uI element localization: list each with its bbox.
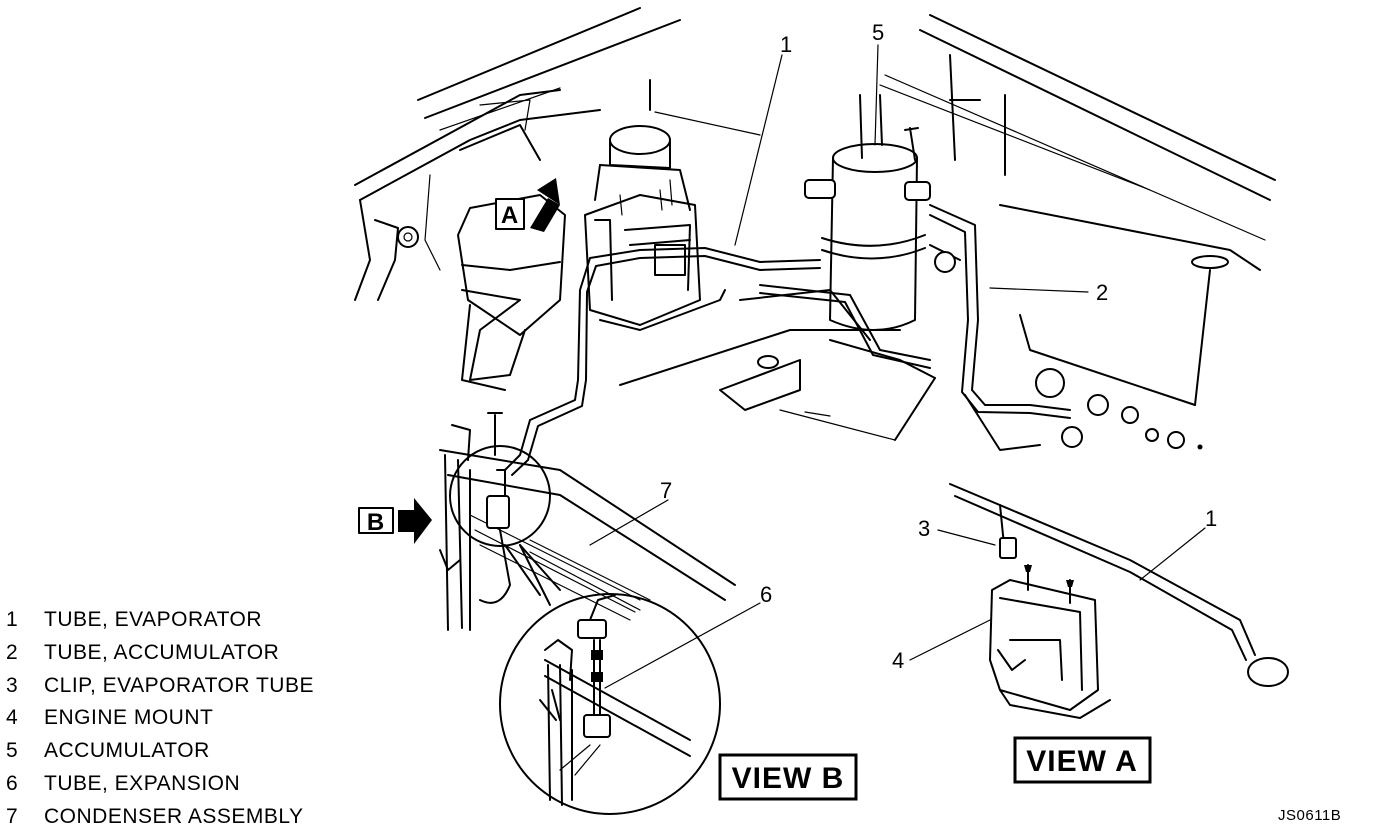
callout-1: 1 — [780, 32, 792, 57]
view-b-detail — [499, 544, 721, 815]
callout-6: 6 — [760, 582, 772, 607]
view-b-label: VIEW B — [718, 753, 858, 801]
svg-text:VIEW A: VIEW A — [1026, 745, 1138, 778]
view-a-detail — [949, 483, 1289, 719]
view-a-label: VIEW A — [1013, 736, 1152, 784]
callout-5: 5 — [872, 20, 884, 45]
svg-text:B: B — [367, 509, 385, 536]
leader-lines — [589, 44, 1206, 689]
callout-7: 7 — [660, 478, 672, 503]
svg-text:VIEW B: VIEW B — [732, 762, 845, 795]
svg-text:A: A — [501, 202, 519, 229]
view-a-arrow: A — [495, 178, 560, 232]
drawing-id: JS0611B — [1278, 807, 1342, 824]
callout-numbers: 1 2 3 4 5 6 7 1 — [660, 20, 1217, 673]
callout-1-view-a: 1 — [1205, 506, 1217, 531]
callout-4: 4 — [892, 648, 904, 673]
callout-2: 2 — [1096, 280, 1108, 305]
view-b-arrow: B — [358, 498, 432, 544]
callout-3: 3 — [918, 516, 930, 541]
engine-compartment-drawing — [354, 7, 1276, 631]
